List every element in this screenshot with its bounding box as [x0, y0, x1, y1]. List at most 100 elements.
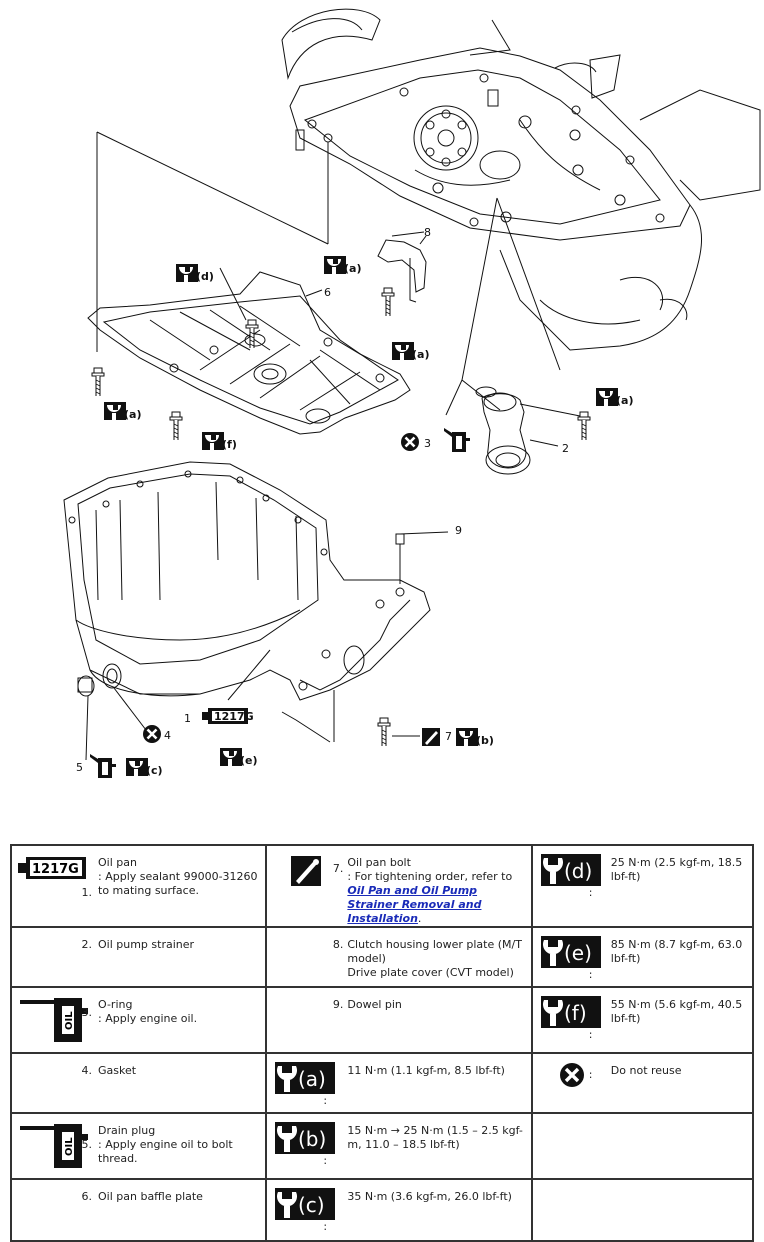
- torque-wrench-icon: (b): [275, 1122, 336, 1154]
- torque-wrench-icon: (f): [540, 996, 601, 1028]
- engine-block-drawing: [281, 8, 761, 351]
- svg-text:(a): (a): [616, 394, 633, 407]
- item-number: 6.: [81, 1190, 93, 1203]
- callout-9: 9: [455, 524, 462, 537]
- svg-text:(c): (c): [298, 1193, 325, 1217]
- oil-pan-drawing: [63, 461, 431, 701]
- do-not-reuse-icon: [399, 431, 421, 453]
- exploded-diagram: 1 2 3 4 5 6 7 8 9 (d) (a) (a) (a) (f) (a…: [63, 8, 761, 778]
- svg-text:1217G: 1217G: [32, 862, 79, 877]
- oil-can-icon: OIL: [20, 1124, 88, 1168]
- torque-value: 55 N·m (5.6 kgf-m, 40.5 lbf-ft): [610, 998, 743, 1025]
- svg-text:(c): (c): [146, 764, 163, 777]
- callout-5: 5: [76, 761, 83, 774]
- item-number: 9.: [332, 998, 344, 1011]
- item-number: 7.: [332, 862, 344, 875]
- torque-tag-d: (d): [176, 264, 214, 283]
- legend-item-3: OIL 3. O-ring : Apply engine oil.: [9, 986, 268, 1054]
- item-title: Gasket: [98, 1064, 137, 1077]
- oil-can-icon: OIL: [20, 998, 88, 1042]
- legend-row: 1217G 1. Oil pan : Apply sealant 99000-3…: [9, 844, 755, 928]
- legend-row: 4. Gasket (a) : 11 N·m (1.1 kgf-m, 8.5 l…: [9, 1052, 755, 1114]
- torque-tag-c: (c): [126, 758, 163, 777]
- legend-item-6: 6. Oil pan baffle plate: [9, 1178, 268, 1242]
- legend-torque-e: (e) : 85 N·m (8.7 kgf-m, 63.0 lbf-ft): [530, 926, 755, 988]
- torque-wrench-icon: (c): [275, 1188, 336, 1220]
- legend-torque-f: (f) : 55 N·m (5.6 kgf-m, 40.5 lbf-ft): [530, 986, 755, 1054]
- legend-row: 6. Oil pan baffle plate (c) : 35 N·m (3.…: [9, 1178, 755, 1242]
- item-note: : Apply engine oil.: [98, 1012, 198, 1025]
- baffle-plate-drawing: [87, 271, 411, 435]
- item-title: Oil pump strainer: [98, 938, 195, 951]
- torque-tag-e: (e): [220, 748, 258, 767]
- extra-leaders: [214, 231, 559, 743]
- svg-text:(f): (f): [564, 1001, 587, 1025]
- torque-tag-a-left: (a): [104, 402, 141, 421]
- item-number: 4.: [81, 1064, 93, 1077]
- svg-text:(b): (b): [476, 734, 494, 747]
- legend-item-8: 8. Clutch housing lower plate (M/T model…: [265, 926, 533, 988]
- item-number: 8.: [332, 938, 344, 951]
- torque-value: 85 N·m (8.7 kgf-m, 63.0 lbf-ft): [610, 938, 743, 965]
- torque-tag-a-top: (a): [324, 256, 361, 275]
- oil-can-icon: [444, 428, 470, 452]
- legend-item-1: 1217G 1. Oil pan : Apply sealant 99000-3…: [9, 844, 268, 928]
- svg-text:(e): (e): [240, 754, 258, 767]
- svg-text:(d): (d): [564, 859, 592, 883]
- item-number: 2.: [81, 938, 93, 951]
- item-title: Clutch housing lower plate (M/T model): [347, 938, 522, 965]
- svg-text:1217G: 1217G: [214, 710, 254, 723]
- torque-tag-b: (b): [456, 728, 494, 747]
- legend-table: 1217G 1. Oil pan : Apply sealant 99000-3…: [9, 844, 755, 1242]
- legend-item-4: 4. Gasket: [9, 1052, 268, 1114]
- leader-lines: [96, 131, 561, 416]
- item-note: : Apply engine oil to bolt thread.: [98, 1138, 233, 1165]
- legend-empty: [530, 1112, 755, 1180]
- legend-torque-c: (c) : 35 N·m (3.6 kgf-m, 26.0 lbf-ft): [265, 1178, 533, 1242]
- legend-torque-d: (d) : 25 N·m (2.5 kgf-m, 18.5 lbf-ft): [530, 844, 755, 928]
- legend-do-not-reuse: : Do not reuse: [530, 1052, 755, 1114]
- clutch-plate-drawing: [377, 235, 427, 303]
- legend-item-5: OIL 5. Drain plug : Apply engine oil to …: [9, 1112, 268, 1180]
- svg-text:OIL: OIL: [64, 1137, 75, 1156]
- torque-wrench-icon: (d): [540, 854, 601, 886]
- item-title: Drain plug: [98, 1124, 156, 1137]
- legend-torque-a: (a) : 11 N·m (1.1 kgf-m, 8.5 lbf-ft): [265, 1052, 533, 1114]
- drain-plug-drawing: [77, 663, 147, 761]
- callout-8: 8: [424, 226, 431, 239]
- item-title: O-ring: [98, 998, 133, 1011]
- do-not-reuse-icon: [559, 1063, 584, 1087]
- legend-row: 2. Oil pump strainer 8. Clutch housing l…: [9, 926, 755, 988]
- svg-text:(a): (a): [344, 262, 361, 275]
- svg-text:(e): (e): [564, 941, 592, 965]
- torque-tag-a-clutch: (a): [392, 342, 429, 361]
- callout-1: 1: [184, 712, 191, 725]
- svg-text:(a): (a): [124, 408, 141, 421]
- legend-row: OIL 5. Drain plug : Apply engine oil to …: [9, 1112, 755, 1180]
- torque-value: 25 N·m (2.5 kgf-m, 18.5 lbf-ft): [610, 856, 743, 883]
- oil-can-icon: [90, 754, 116, 778]
- torque-tag-a-strainer: (a): [596, 388, 633, 407]
- item-number: 5.: [81, 1138, 93, 1151]
- callout-3: 3: [424, 437, 431, 450]
- svg-text:(d): (d): [196, 270, 214, 283]
- procedure-link[interactable]: Oil Pan and Oil Pump Strainer Removal an…: [347, 884, 482, 925]
- svg-text:(b): (b): [298, 1127, 326, 1151]
- legend-item-7: 7. Oil pan bolt : For tightening order, …: [265, 844, 533, 928]
- callout-6: 6: [324, 286, 331, 299]
- callout-7: 7: [445, 730, 452, 743]
- item-note: : For tightening order, refer to: [347, 870, 513, 883]
- callout-4: 4: [164, 729, 171, 742]
- legend-item-9: 9. Dowel pin: [265, 986, 533, 1054]
- item-title: Oil pan bolt: [347, 856, 411, 869]
- svg-text:(f): (f): [222, 438, 237, 451]
- item-title: Oil pan baffle plate: [98, 1190, 203, 1203]
- legend-item-2: 2. Oil pump strainer: [9, 926, 268, 988]
- item-title: Dowel pin: [347, 998, 402, 1011]
- item-number: 3.: [81, 1006, 93, 1019]
- legend-row: OIL 3. O-ring : Apply engine oil. 9. Dow…: [9, 986, 755, 1054]
- tightening-order-icon: [422, 728, 440, 746]
- item-note: Drive plate cover (CVT model): [347, 966, 514, 979]
- torque-tag-f: (f): [202, 432, 237, 451]
- sealant-tube-icon: 1217G: [18, 857, 86, 879]
